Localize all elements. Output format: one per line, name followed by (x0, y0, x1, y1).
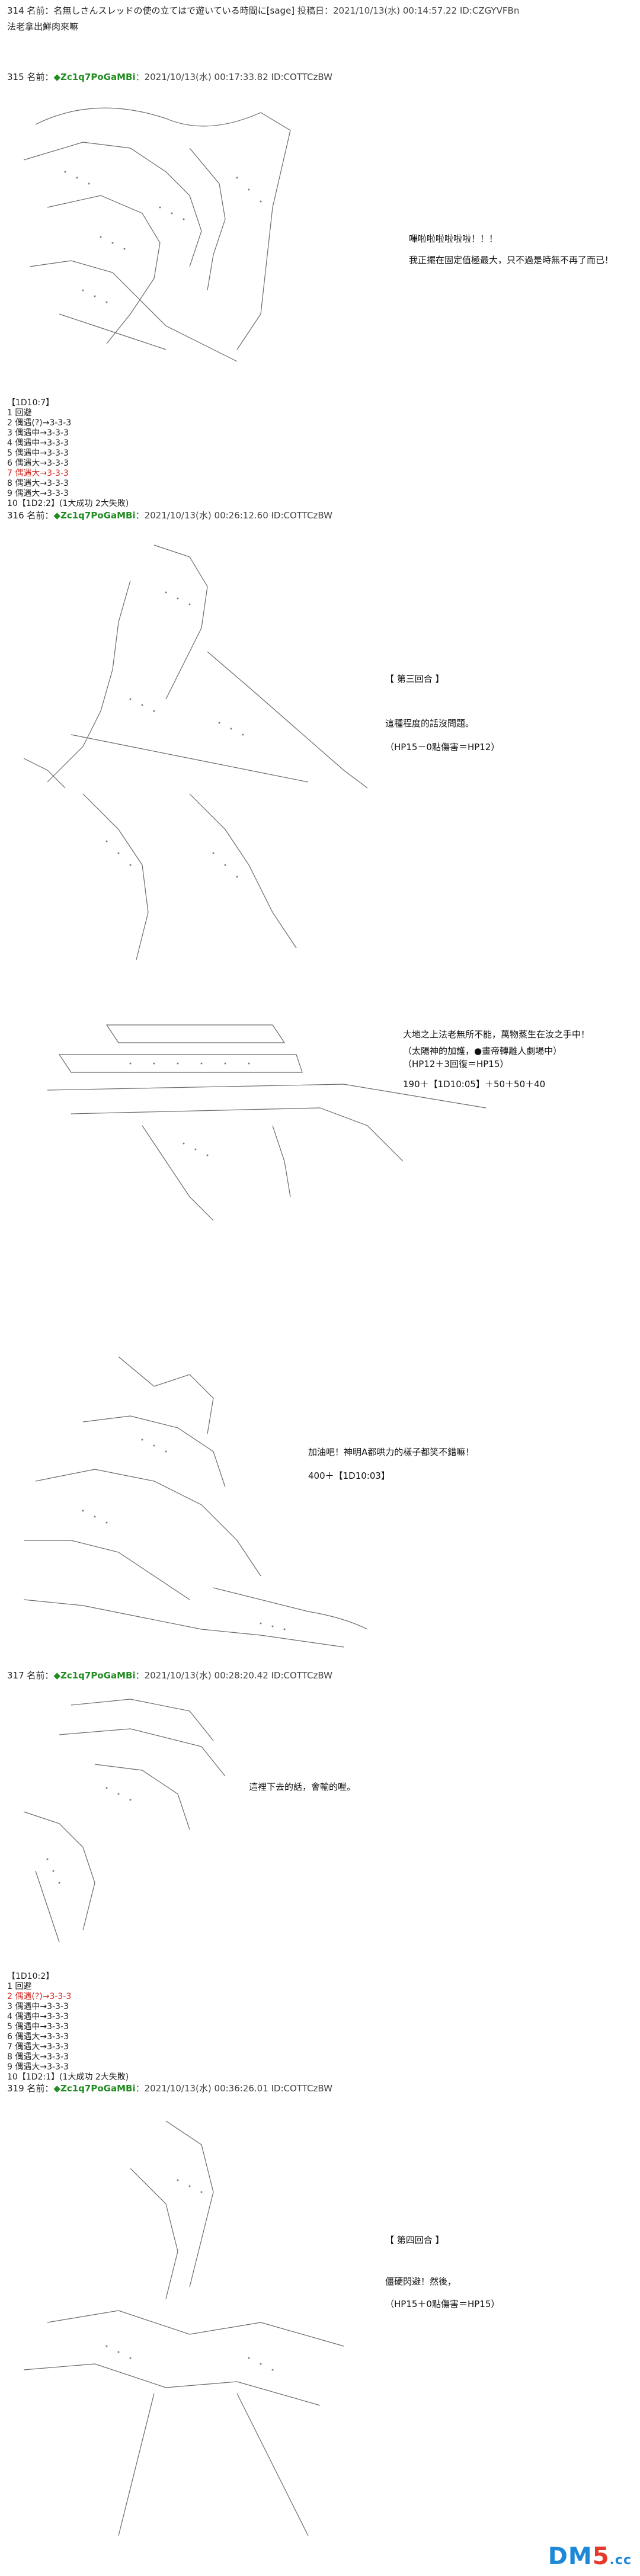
post-number: 314 (7, 5, 24, 16)
roll-entry: 5 偶遇中→3-3-3 (7, 448, 69, 458)
name-label: 名前： (27, 510, 54, 521)
roll-entry: 4 偶遇中→3-3-3 (7, 2012, 69, 2021)
roll-entry: 8 偶遇大→3-3-3 (7, 479, 69, 488)
round-label-4: 【 第四回合 】 (385, 2235, 444, 2245)
post-319-header: 319 名前：◆Zc1q7PoGaMBi：2021/10/13(水) 00:36… (7, 2082, 332, 2094)
request-line: 法老拿出鮮肉來嘛 (7, 21, 79, 32)
roll-entry: 1 回避 (7, 408, 32, 418)
tripcode: ◆Zc1q7PoGaMBi (53, 72, 136, 82)
dialogue-316-c: 加油吧！神明A都哄力的樣子都笑不錯嘛！ 400＋【1D10:03】 (308, 1446, 474, 1482)
dialogue-316-b: 大地之上法老無所不能，萬物蒸生在汝之手中！ （太陽神的加護，●畫帝轉離人劇場中）… (403, 1028, 590, 1091)
post-number: 317 (7, 1670, 24, 1681)
dialogue-315: 嗶啦啦啦啦啦啦！！！ 我正擺在固定值極最大，只不過是時無不再了而已！ (409, 232, 613, 267)
post-number: 315 (7, 72, 24, 82)
ascii-art-warrior (12, 533, 379, 995)
dialogue-line: 我正擺在固定值極最大，只不過是時無不再了而已！ (409, 255, 614, 265)
post-number: 316 (7, 510, 24, 521)
ascii-art-ship (36, 1007, 498, 1232)
roll-entry: 6 偶遇大→3-3-3 (7, 2032, 69, 2042)
dialogue-316-a: 這種程度的話沒問題。 （HP15－0點傷害＝HP12） (385, 717, 500, 754)
dialogue-line: （HP12＋3回復＝HP15） (403, 1059, 509, 1069)
roll-entry: 3 偶遇中→3-3-3 (7, 2002, 69, 2011)
dialogue-line: 400＋【1D10:03】 (308, 1470, 390, 1481)
watermark-five: 5 (592, 2543, 610, 2570)
name-label: 名前： (27, 2083, 54, 2094)
roll-title: 【1D10:7】 (7, 398, 55, 408)
roll-entry: 9 偶遇大→3-3-3 (7, 489, 69, 498)
post-317-header: 317 名前：◆Zc1q7PoGaMBi：2021/10/13(水) 00:28… (7, 1670, 332, 1681)
ascii-art-character (12, 1693, 261, 1960)
tripcode: ◆Zc1q7PoGaMBi (53, 1670, 136, 1681)
post-date: ：2021/10/13(水) 00:17:33.82 ID:COTTCzBW (135, 72, 332, 82)
name-label: 名前： (27, 5, 54, 16)
roll-entry: 3 偶遇中→3-3-3 (7, 428, 69, 438)
ascii-art-pharaoh (12, 89, 320, 373)
roll-entry: 5 偶遇中→3-3-3 (7, 2022, 69, 2032)
post-date: ：2021/10/13(水) 00:26:12.60 ID:COTTCzBW (135, 510, 332, 521)
post-date: 投稿日：2021/10/13(水) 00:14:57.22 ID:CZGYVFB… (297, 5, 520, 16)
dialogue-line: 僵硬閃避！然後， (385, 2276, 457, 2287)
dialogue-317: 這裡下去的話，會輸的喔。 (249, 1782, 356, 1792)
dialogue-line: （太陽神的加護，●畫帝轉離人劇場中） (403, 1046, 562, 1056)
dialogue-line: 這種程度的話沒問題。 (385, 718, 475, 729)
tripcode: ◆Zc1q7PoGaMBi (53, 510, 136, 521)
roll-title: 【1D10:2】 (7, 1972, 55, 1981)
ascii-art-monster (12, 1351, 379, 1665)
roll-entry: 9 偶遇大→3-3-3 (7, 2062, 69, 2072)
roll-entry: 10【1D2:1】(1大成功 2大失敗) (7, 2072, 129, 2082)
post-date: ：2021/10/13(水) 00:36:26.01 ID:COTTCzBW (135, 2083, 332, 2094)
roll-entry: 1 回避 (7, 1982, 32, 1991)
post-date: ：2021/10/13(水) 00:28:20.42 ID:COTTCzBW (135, 1670, 332, 1681)
dialogue-line: 大地之上法老無所不能，萬物蒸生在汝之手中！ (403, 1029, 590, 1040)
roll-entry: 6 偶遇大→3-3-3 (7, 459, 69, 468)
dialogue-line: （HP15＋0點傷害＝HP15） (385, 2299, 500, 2309)
post-316-header: 316 名前：◆Zc1q7PoGaMBi：2021/10/13(水) 00:26… (7, 510, 332, 521)
roll-table-315: 【1D10:7】 1 回避 2 偶遇(?)→3-3-3 3 偶遇中→3-3-3 … (7, 398, 129, 509)
post-315-header: 315 名前：◆Zc1q7PoGaMBi：2021/10/13(水) 00:17… (7, 71, 332, 83)
dialogue-line: 加油吧！神明A都哄力的樣子都笑不錯嘛！ (308, 1447, 475, 1457)
name-label: 名前： (27, 72, 54, 82)
roll-entry: 10【1D2:2】(1大成功 2大失敗) (7, 499, 129, 508)
watermark-cc: .cc (609, 2553, 632, 2568)
site-watermark-logo: DM5.cc (548, 2543, 632, 2570)
roll-entry: 7 偶遇大→3-3-3 (7, 2042, 69, 2052)
dialogue-319: 僵硬閃避！然後， （HP15＋0點傷害＝HP15） (385, 2275, 500, 2311)
roll-entry: 2 偶遇(?)→3-3-3 (7, 418, 72, 428)
tripcode: ◆Zc1q7PoGaMBi (53, 2083, 136, 2094)
post-314-header: 314 名前：名無しさんスレッドの使の立てはで遊いている時間に[sage] 投稿… (7, 5, 519, 17)
poster-name: 名無しさんスレッドの使の立てはで遊いている時間に[sage] (53, 5, 295, 16)
post-number: 319 (7, 2083, 24, 2094)
watermark-dm: DM (548, 2543, 593, 2570)
roll-entry-selected: 7 偶遇大→3-3-3 (7, 469, 69, 478)
round-label-3: 【 第三回合 】 (385, 674, 444, 684)
dialogue-line: （HP15－0點傷害＝HP12） (385, 742, 500, 752)
roll-entry-selected: 2 偶遇(?)→3-3-3 (7, 1992, 72, 2001)
roll-entry: 8 偶遇大→3-3-3 (7, 2052, 69, 2062)
dialogue-line: 嗶啦啦啦啦啦啦！！！ (409, 233, 498, 244)
dialogue-line: 190＋【1D10:05】＋50＋50＋40 (403, 1079, 546, 1090)
name-label: 名前： (27, 1670, 54, 1681)
roll-table-317: 【1D10:2】 1 回避 2 偶遇(?)→3-3-3 3 偶遇中→3-3-3 … (7, 1972, 129, 2082)
ascii-art-pose (12, 2109, 391, 2548)
roll-entry: 4 偶遇中→3-3-3 (7, 438, 69, 448)
